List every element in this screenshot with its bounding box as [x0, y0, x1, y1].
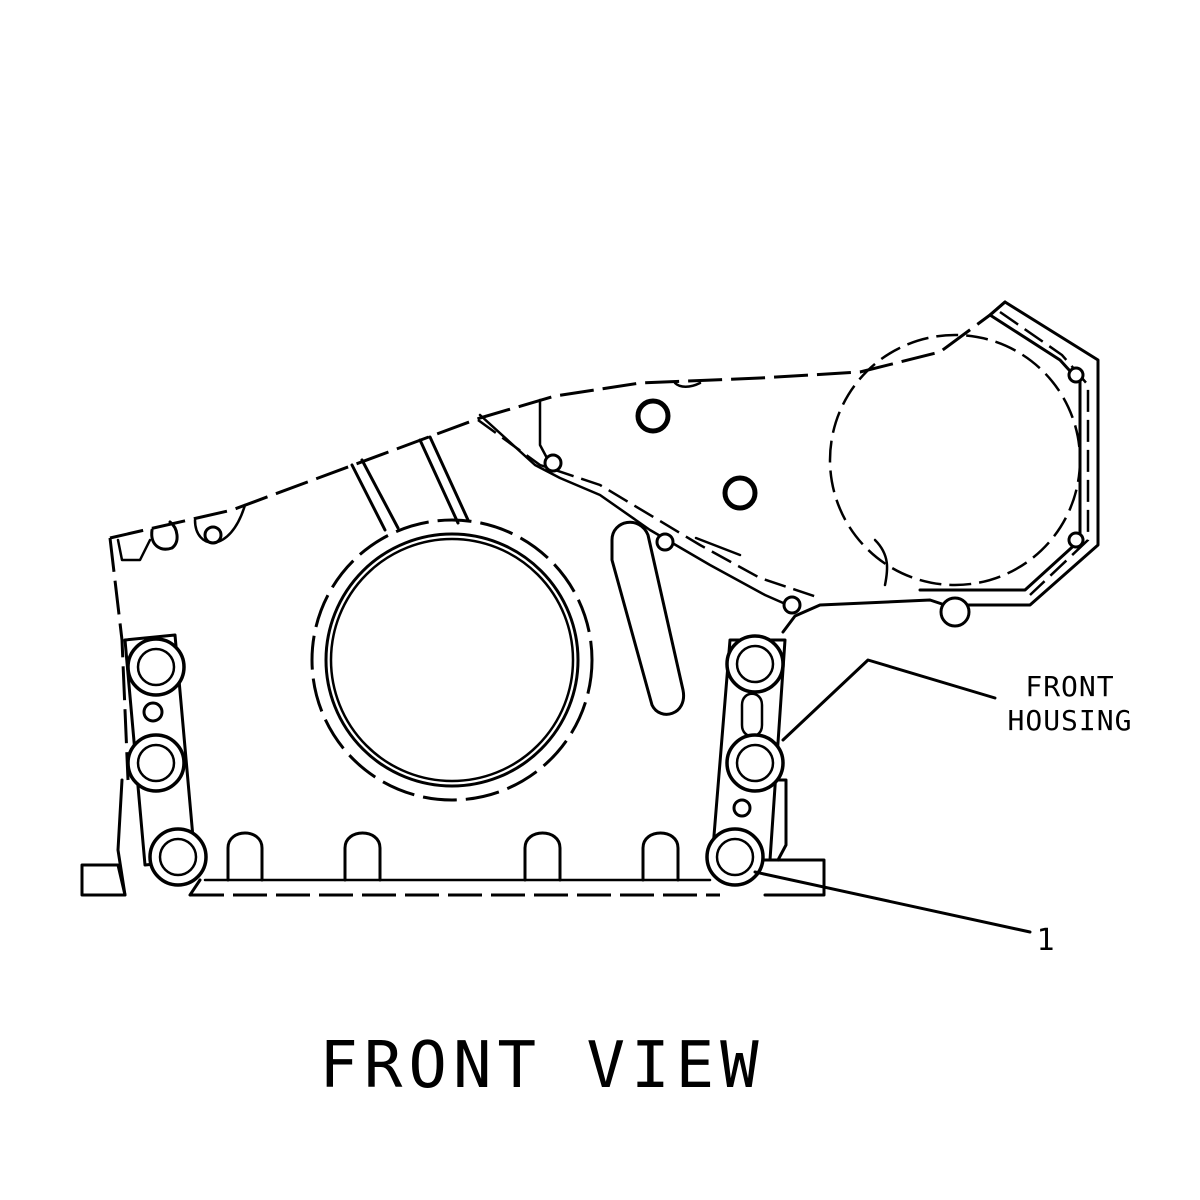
front-housing-callout: FRONT HOUSING [781, 658, 1132, 742]
item-1-callout: 1 [753, 870, 1055, 958]
bolt-left-middle [126, 733, 186, 793]
left-upper-block [116, 503, 247, 562]
front-housing-label-line2: HOUSING [1007, 704, 1132, 737]
bolt-right-top [725, 634, 785, 694]
bolt-right-bottom [705, 827, 765, 887]
item-1-label: 1 [1036, 923, 1055, 958]
front-housing-label-line1: FRONT [1025, 670, 1114, 703]
timing-housing [781, 300, 1100, 634]
bolts [126, 634, 785, 887]
struts [350, 435, 470, 532]
view-title: FRONT VIEW [319, 1029, 764, 1103]
base-flange [80, 858, 826, 897]
bolt-left-bottom [148, 827, 208, 887]
inner-web [477, 381, 821, 716]
bolt-right-middle [725, 733, 785, 793]
bolt-left-top [126, 637, 186, 697]
crankshaft-bore [310, 518, 594, 802]
housing-outline [108, 313, 991, 897]
bottom-arches [226, 831, 680, 882]
